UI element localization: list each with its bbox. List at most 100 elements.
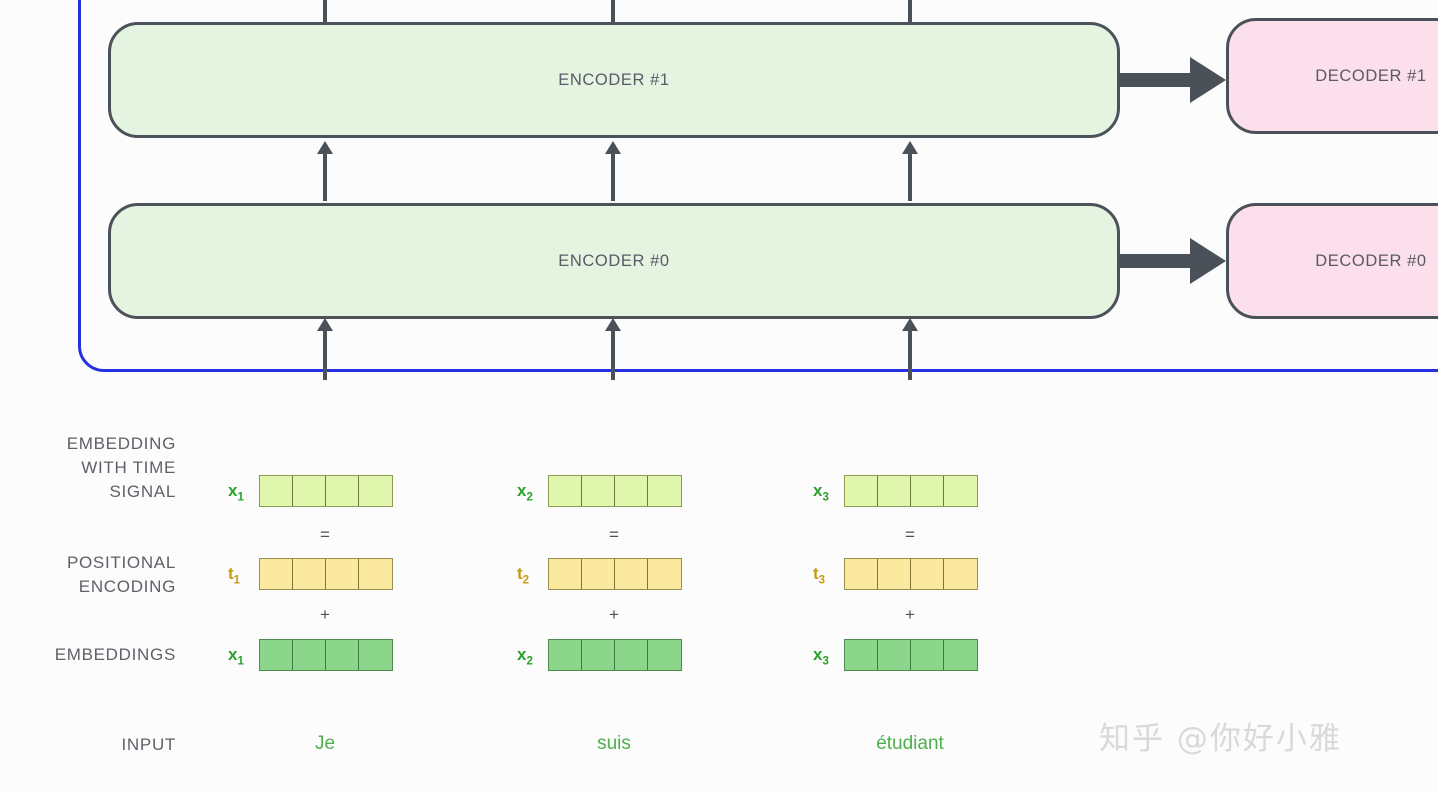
arrow-shaft (323, 150, 327, 201)
row-label-line: EMBEDDINGS (54, 645, 176, 664)
row-label-line: WITH TIME (81, 458, 176, 477)
vector-cell (911, 476, 944, 506)
tag-sub: 1 (237, 491, 244, 504)
vector-cell (878, 476, 911, 506)
tag-sub: 1 (233, 574, 241, 587)
operator-equals-col1: = (320, 525, 330, 544)
operator-plus-col2: + (609, 605, 619, 624)
vector-tag-x3-time-signal: x3 (813, 481, 829, 503)
vector-tag-x3-embeddings: x3 (813, 645, 829, 667)
vector-cell (845, 640, 878, 670)
vector-cell (293, 476, 326, 506)
vector-tag-x1-embeddings: x1 (228, 645, 244, 667)
vector-cell (326, 476, 359, 506)
vector-cell (359, 559, 392, 589)
arrow-shaft (611, 0, 615, 22)
vector-tag-t3-positional: t3 (813, 564, 825, 586)
vector-cell (615, 640, 648, 670)
arrow-encoder0-to-encoder1-col3 (901, 141, 919, 201)
vector-cell (944, 476, 977, 506)
vector-cell (549, 559, 582, 589)
arrow-head (1190, 57, 1226, 103)
vector-embeddings-3 (844, 639, 978, 671)
feed-arrow-into-encoder1-col2 (604, 0, 622, 22)
encoder-stack-boundary (78, 0, 1438, 372)
tag-sub: 2 (526, 655, 533, 668)
row-label-line: SIGNAL (109, 482, 176, 501)
encoder-block-0[interactable]: ENCODER #0 (108, 203, 1120, 319)
operator-plus-col3: + (905, 605, 915, 624)
arrow-shaft (908, 0, 912, 22)
vector-tag-t2-positional: t2 (517, 564, 529, 586)
encoder-0-label: ENCODER #0 (558, 251, 670, 270)
operator-equals-col2: = (609, 525, 619, 544)
vector-cell (359, 476, 392, 506)
vector-cell (359, 640, 392, 670)
row-label-line: ENCODING (78, 577, 176, 596)
vector-cell (293, 640, 326, 670)
tag-base: x (813, 645, 823, 664)
arrow-head (605, 318, 621, 331)
vector-tag-t1-positional: t1 (228, 564, 240, 586)
arrow-shaft (908, 327, 912, 380)
row-label-embedding-with-time-signal: EMBEDDING WITH TIME SIGNAL (0, 432, 176, 504)
arrow-head (605, 141, 621, 154)
feed-arrow-into-encoder1-col3 (901, 0, 919, 22)
arrow-shaft (323, 0, 327, 22)
arrow-shaft (1118, 73, 1194, 87)
arrow-embeddings-to-encoder0-col2 (604, 318, 622, 380)
input-word-2: suis (597, 733, 631, 754)
arrow-embeddings-to-encoder0-col1 (316, 318, 334, 380)
watermark-text: 知乎 @你好小雅 (1099, 721, 1342, 757)
vector-cell (549, 640, 582, 670)
vector-positional-encoding-1 (259, 558, 393, 590)
row-label-line: EMBEDDING (66, 434, 176, 453)
vector-cell (845, 476, 878, 506)
tag-base: t (228, 564, 234, 583)
vector-cell (615, 559, 648, 589)
vector-embedding-with-time-signal-1 (259, 475, 393, 507)
arrow-encoder0-to-encoder1-col2 (604, 141, 622, 201)
vector-cell (878, 559, 911, 589)
tag-base: x (228, 481, 238, 500)
vector-cell (582, 476, 615, 506)
row-label-line: POSITIONAL (66, 553, 176, 572)
vector-cell (911, 559, 944, 589)
tag-base: x (517, 645, 527, 664)
vector-cell (648, 559, 681, 589)
feed-arrow-into-encoder1-col1 (316, 0, 334, 22)
tag-sub: 2 (522, 574, 530, 587)
arrow-encoder0-to-decoder0 (1118, 238, 1226, 284)
vector-cell (845, 559, 878, 589)
arrow-head (317, 318, 333, 331)
input-word-1: Je (314, 733, 336, 754)
vector-cell (944, 559, 977, 589)
decoder-block-0[interactable]: DECODER #0 (1226, 203, 1438, 319)
vector-cell (648, 640, 681, 670)
vector-cell (648, 476, 681, 506)
arrow-shaft (1118, 254, 1194, 268)
arrow-head (902, 141, 918, 154)
arrow-head (317, 141, 333, 154)
input-word-3: étudiant (876, 733, 944, 754)
encoder-block-1[interactable]: ENCODER #1 (108, 22, 1120, 138)
arrow-head (902, 318, 918, 331)
vector-cell (549, 476, 582, 506)
encoder-1-label: ENCODER #1 (558, 70, 670, 89)
row-label-embeddings: EMBEDDINGS (0, 643, 176, 667)
operator-equals-col3: = (905, 525, 915, 544)
vector-cell (260, 559, 293, 589)
arrow-embeddings-to-encoder0-col3 (901, 318, 919, 380)
vector-embeddings-2 (548, 639, 682, 671)
decoder-0-label: DECODER #0 (1315, 251, 1427, 270)
arrow-shaft (323, 327, 327, 380)
arrow-head (1190, 238, 1226, 284)
decoder-block-1[interactable]: DECODER #1 (1226, 18, 1438, 134)
arrow-shaft (611, 327, 615, 380)
row-label-positional-encoding: POSITIONAL ENCODING (0, 551, 176, 599)
vector-cell (293, 559, 326, 589)
vector-tag-x1-time-signal: x1 (228, 481, 244, 503)
tag-base: x (517, 481, 527, 500)
tag-base: x (813, 481, 823, 500)
